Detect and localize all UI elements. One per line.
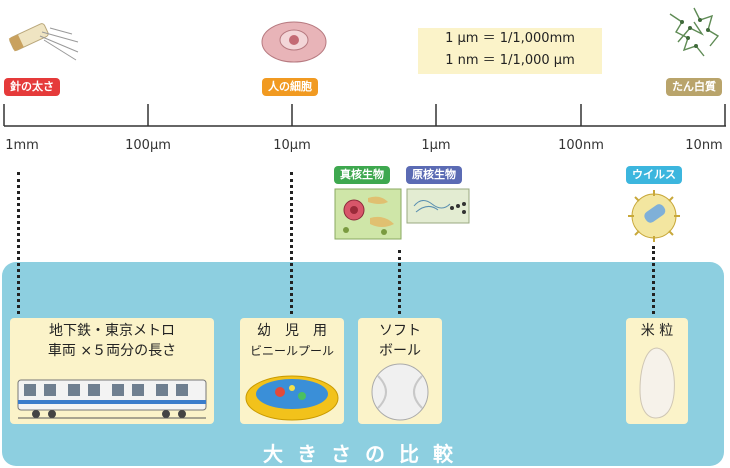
card-train-line2: 車両 ×５両分の長さ <box>47 343 177 359</box>
card-train-line1: 地下鉄・東京メトロ <box>49 323 175 339</box>
connector-10um <box>290 172 293 314</box>
eukaryote-cell-illustration <box>334 188 402 240</box>
connector-eukaryote <box>398 250 401 314</box>
tag-protein: たん白質 <box>666 78 722 96</box>
tag-needle: 針の太さ <box>4 78 60 96</box>
scale-label-10um: 10μm <box>273 138 311 153</box>
card-subway-train: 地下鉄・東京メトロ 車両 ×５両分の長さ <box>10 318 214 424</box>
card-ball-line1: ソフト <box>379 323 421 339</box>
tag-prokaryote: 原核生物 <box>406 166 462 184</box>
human-cell-illustration <box>261 21 327 63</box>
card-ball-line2: ボール <box>379 343 421 359</box>
tag-eukaryote: 真核生物 <box>334 166 390 184</box>
card-pool-line2: ビニールプール <box>249 344 334 358</box>
needle-pack-illustration <box>8 23 79 61</box>
card-pool-line1: 幼 児 用 <box>257 323 327 339</box>
prokaryote-cell-illustration <box>406 188 470 224</box>
scale-label-1um: 1μm <box>421 138 451 153</box>
unit-line-nanometer: 1 nm ＝ 1/1,000 μm <box>445 53 575 68</box>
scale-label-10nm: 10nm <box>685 138 723 153</box>
scale-label-1mm: 1mm <box>5 138 39 153</box>
card-softball: ソフト ボール <box>358 318 442 424</box>
tag-virus: ウイルス <box>626 166 682 184</box>
footer-title: 大きさの比較 <box>263 442 467 466</box>
card-rice-grain: 米 粒 <box>626 318 688 424</box>
card-rice-line1: 米 粒 <box>640 323 674 339</box>
virus-illustration <box>628 190 680 242</box>
card-kiddie-pool: 幼 児 用 ビニールプール <box>240 318 344 424</box>
scale-label-100um: 100μm <box>125 138 171 153</box>
connector-1mm <box>17 172 20 314</box>
protein-structure-illustration <box>669 7 720 57</box>
unit-conversion-box: 1 μm ＝ 1/1,000mm 1 nm ＝ 1/1,000 μm <box>418 28 602 74</box>
connector-virus <box>652 246 655 314</box>
kiddie-pool-illustration <box>245 375 339 421</box>
tag-human-cell: 人の細胞 <box>262 78 318 96</box>
softball-illustration <box>371 363 429 421</box>
scale-axis <box>3 104 726 127</box>
subway-train-illustration <box>17 379 207 419</box>
unit-line-micrometer: 1 μm ＝ 1/1,000mm <box>445 31 575 46</box>
rice-grain-illustration <box>639 347 675 419</box>
scale-label-100nm: 100nm <box>558 138 604 153</box>
